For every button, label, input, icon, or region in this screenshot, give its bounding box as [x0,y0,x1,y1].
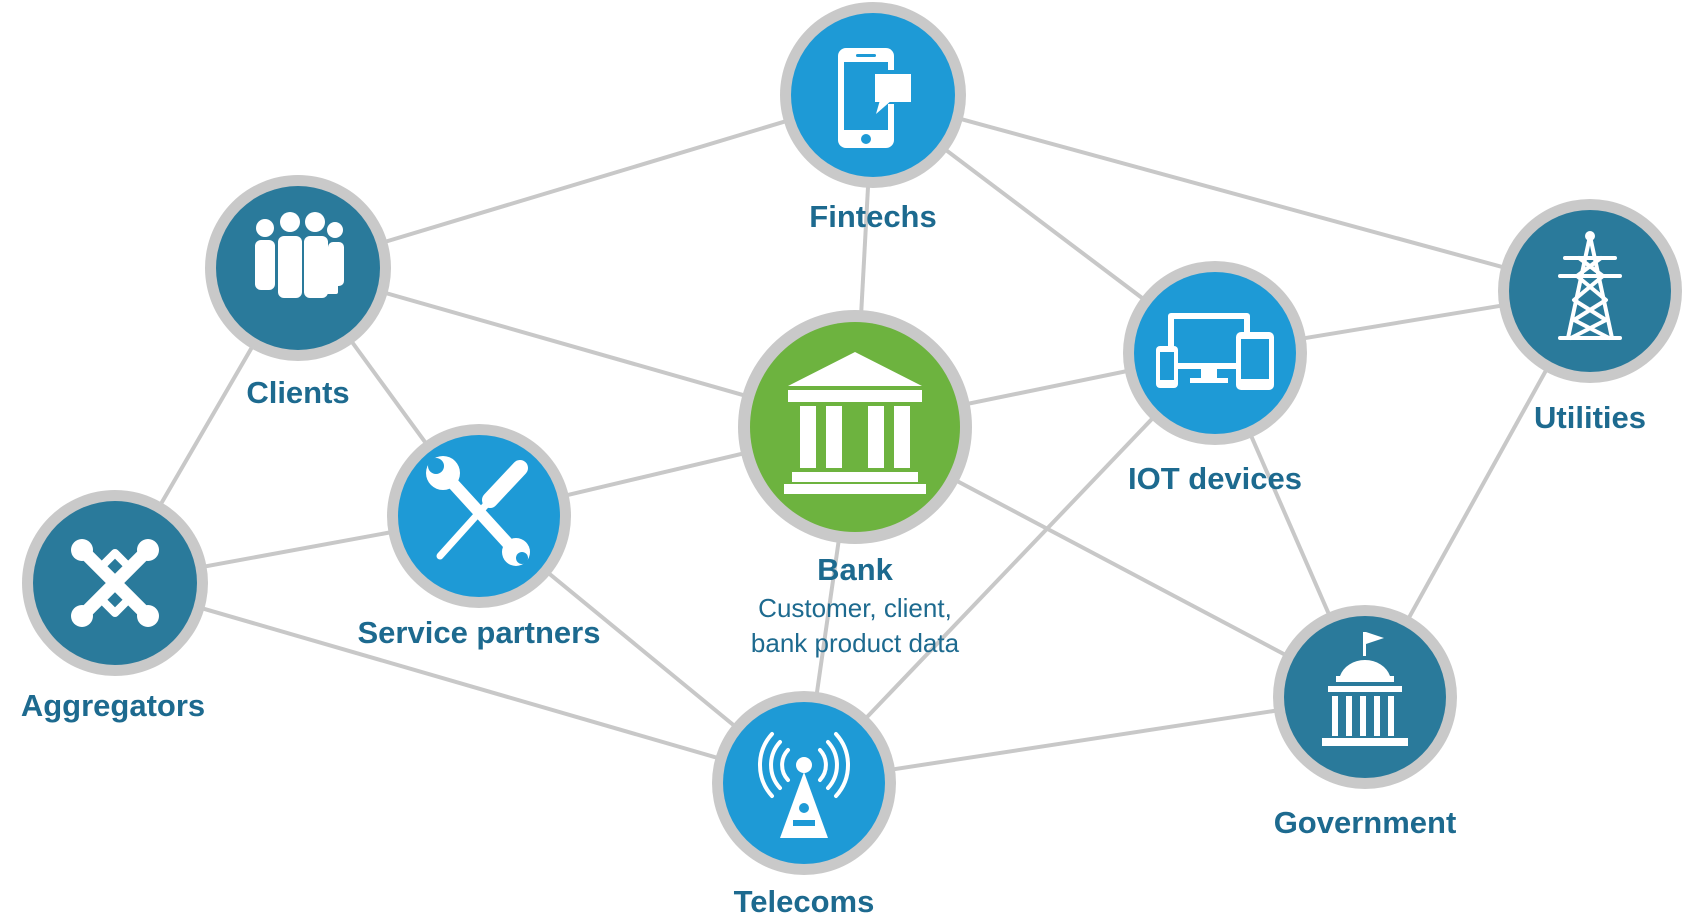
smartphone-chat-icon [838,48,914,148]
devices-icon [1156,313,1274,390]
node-government: Government [1273,605,1457,840]
edge-iot-telecoms [802,351,1217,785]
edge-fintechs-clients [297,93,874,270]
node-aggregators-label: Aggregators [21,688,205,723]
node-service-partners-label: Service partners [358,615,601,650]
node-telecoms-label: Telecoms [734,884,875,918]
node-fintechs-label: Fintechs [809,199,936,234]
node-utilities-label: Utilities [1534,400,1646,435]
wrench-screwdriver-icon [426,456,530,566]
node-government-label: Government [1274,805,1457,840]
antenna-icon [758,732,850,838]
people-group-icon [255,212,344,298]
node-utilities-circle [1509,210,1671,372]
node-bank-label: Bank [817,552,894,587]
node-bank: Bank Customer, client, bank product data [738,310,972,658]
node-utilities: Utilities [1498,199,1682,435]
power-tower-icon [1558,231,1622,340]
node-aggregators: Aggregators [21,490,208,723]
joomla-icon [71,539,159,627]
capitol-icon [1322,632,1408,746]
node-telecoms: Telecoms [712,691,896,918]
bank-building-icon [784,352,926,494]
node-fintechs: Fintechs [780,2,966,234]
node-iot-label: IOT devices [1128,461,1302,496]
node-service-partners: Service partners [358,424,601,650]
node-bank-subtitle-line2: bank product data [751,628,960,658]
node-bank-subtitle-line1: Customer, client, [758,593,952,623]
edge-aggregators-telecoms [114,581,805,785]
edge-fintechs-utilities [872,93,1591,293]
edge-telecoms-government [803,695,1366,785]
node-iot: IOT devices [1123,261,1307,496]
node-clients: Clients [205,175,391,410]
node-clients-label: Clients [246,375,349,410]
